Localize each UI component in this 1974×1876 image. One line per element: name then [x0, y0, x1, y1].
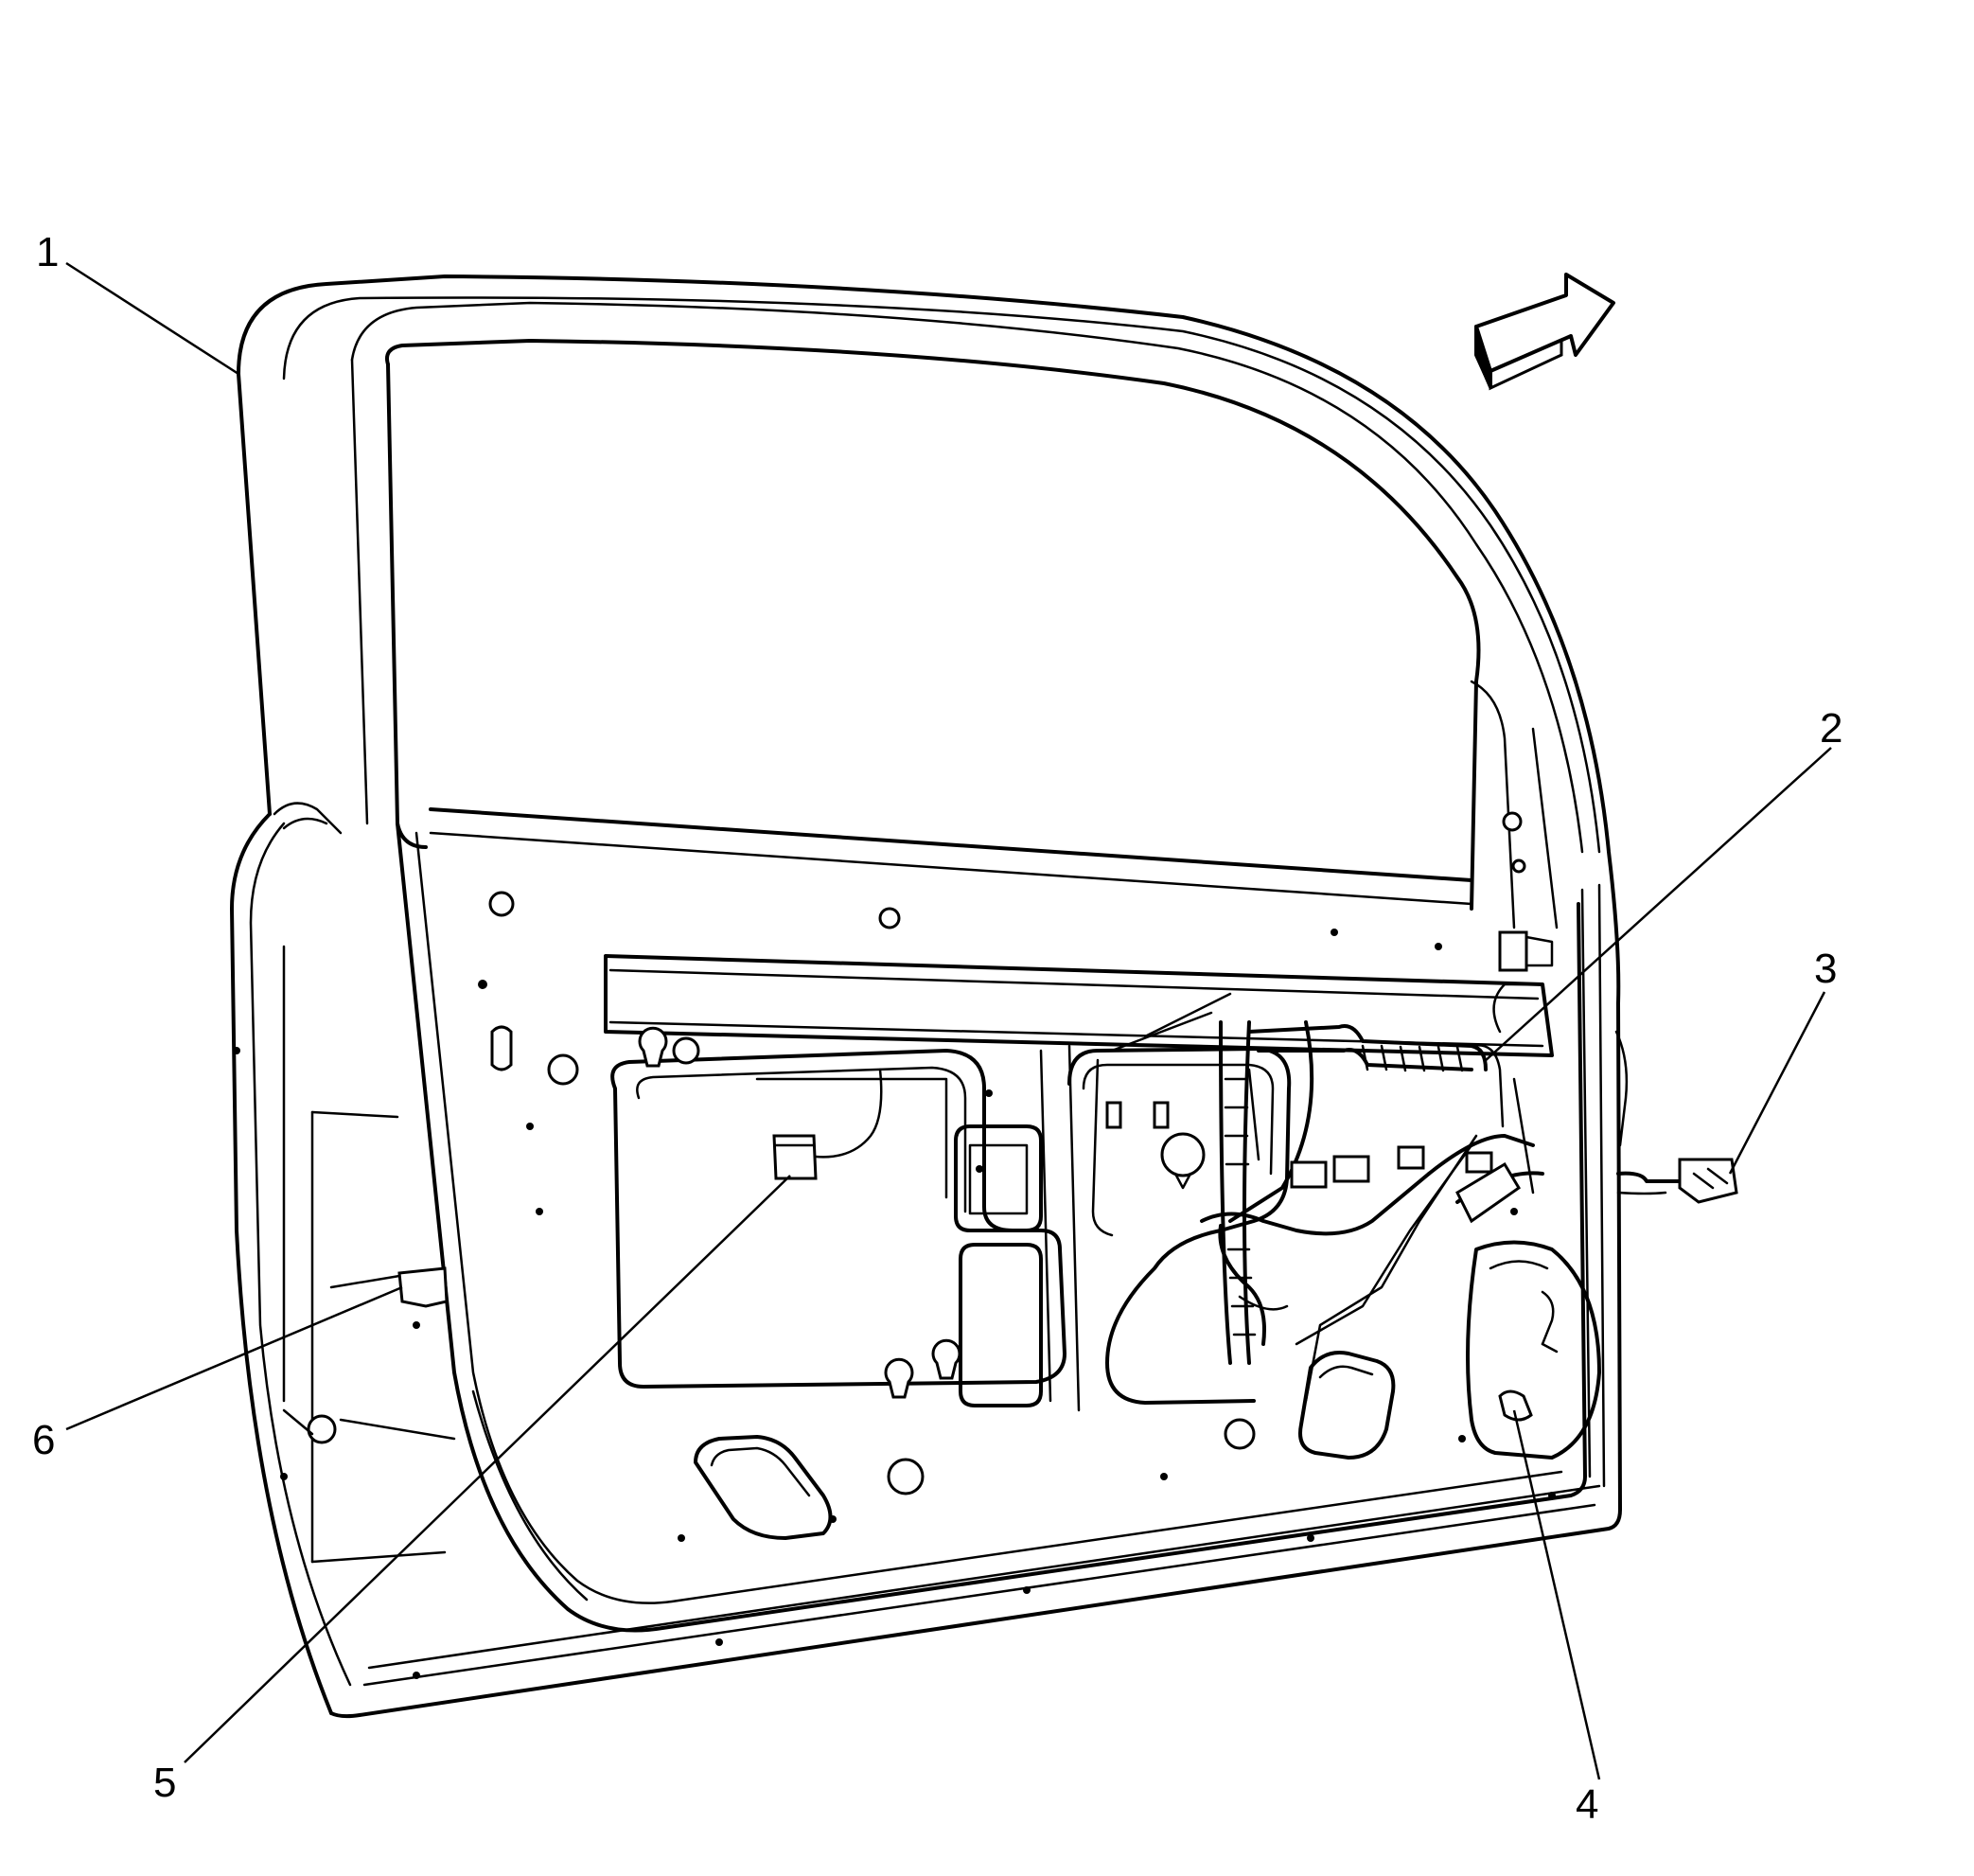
- callout-3: 3: [1814, 946, 1838, 992]
- forward-arrow-icon: [1473, 273, 1615, 391]
- callout-4: 4: [1576, 1781, 1599, 1828]
- leader-lines: [65, 261, 1832, 1780]
- callout-2: 2: [1820, 705, 1843, 752]
- callout-5: 5: [153, 1760, 177, 1806]
- callout-1: 1: [36, 229, 60, 275]
- door-shell: [230, 274, 1622, 1719]
- inner-panel-openings: [488, 891, 1601, 1540]
- callout-6: 6: [32, 1417, 56, 1463]
- leader-line-3: [1728, 991, 1826, 1175]
- fastener-holes: [233, 929, 1556, 1679]
- wiring-harness: [397, 930, 1738, 1422]
- leader-line-2: [1483, 747, 1832, 1063]
- leader-line-4: [1512, 1409, 1601, 1780]
- leader-line-1: [65, 261, 239, 376]
- leader-line-5: [184, 1175, 791, 1763]
- leader-line-6: [65, 1285, 403, 1431]
